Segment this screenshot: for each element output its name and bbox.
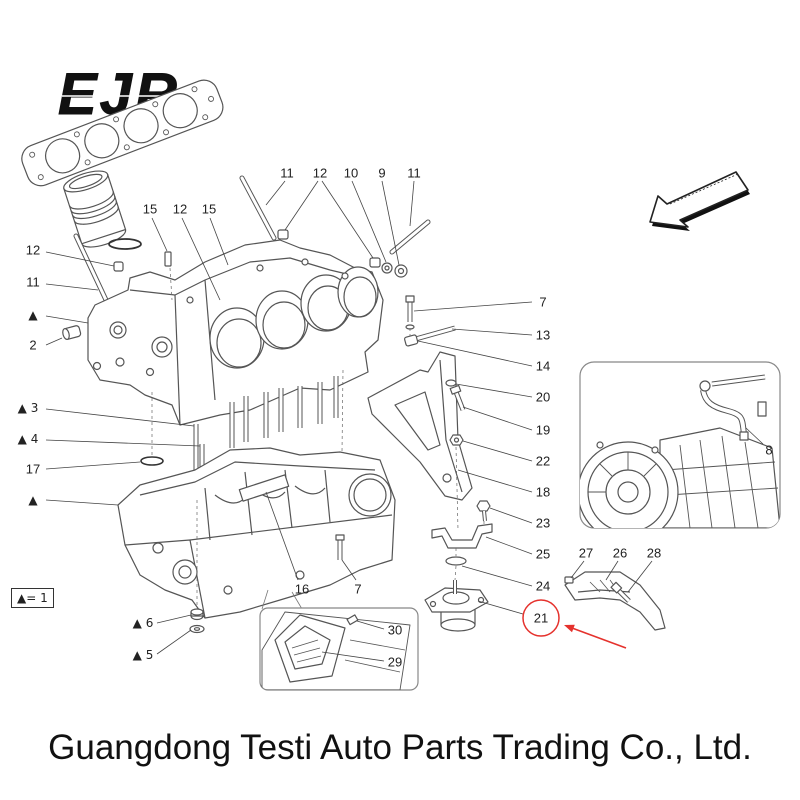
callout-7-upper: 7 [539,294,547,310]
callout-12-left: 12 [25,242,41,258]
callout-20: 20 [535,389,551,405]
callout-29: 29 [387,654,403,670]
saddle-bracket-25 [431,523,493,549]
rubber-engine-mount-21 [424,580,489,632]
lower-crankcase [117,447,396,619]
callout-21-highlighted: 21 [533,610,549,626]
callout-9: 9 [378,165,386,181]
bolt-7-upper [405,295,415,330]
bolt-28 [610,581,631,603]
callout-25: 25 [535,546,551,562]
callout-5: ▲ 5 [132,648,154,662]
callout-12-mid: 12 [172,201,188,217]
upper-crankcase [87,239,384,426]
head-gasket [21,79,224,187]
callout-11-stud-right: 11 [407,165,421,181]
breather-hose-8 [699,374,767,441]
callout-10: 10 [343,165,359,181]
callout-4: ▲ 4 [17,432,39,446]
brand-logo: EJR [58,62,180,127]
dowel-2 [62,325,82,340]
callout-23: 23 [535,515,551,531]
sleeve-14 [404,334,419,347]
callout-28: 28 [646,545,662,561]
bolt-7-lower [335,534,345,560]
callout-3: ▲ 3 [17,401,39,415]
callout-2: 2 [29,337,37,353]
company-name-footer: Guangdong Testi Auto Parts Trading Co., … [48,728,752,767]
bolt-27 [564,576,574,584]
bolt-23 [476,500,491,522]
long-studs [73,175,431,303]
callout-11-stud-top: 11 [280,165,294,181]
callout-15-left: 15 [142,201,158,217]
callout-22: 22 [535,453,551,469]
leader-lines [45,180,764,662]
callout-19: 19 [535,422,551,438]
washer-20-bolt-19 [445,379,466,411]
callout-17: 17 [25,461,41,477]
callout-12-top: 12 [312,165,328,181]
callout-13: 13 [535,327,551,343]
callout-7-lower: 7 [354,581,362,597]
washer-24 [445,556,467,566]
callout-triangle-upper-block: ▲ [28,308,38,322]
support-bracket-26 [564,571,666,631]
callout-8: 8 [765,442,773,458]
triangle-legend: ▲= 1 [11,588,54,608]
detail-inset-29-30 [259,589,419,691]
callout-15-right: 15 [201,201,217,217]
callout-11-left: 11 [26,274,40,290]
washers-9-10 [381,262,408,278]
highlight-part-21 [522,599,627,649]
callout-6: ▲ 6 [132,616,154,630]
stud-13 [411,325,456,343]
o-ring-17 [140,456,164,466]
transmission-inset [579,361,781,529]
callout-triangle-lower-block: ▲ [28,493,38,507]
callout-27: 27 [578,545,594,561]
callout-18: 18 [535,484,551,500]
liner-seal-ring [108,238,142,250]
nut-22 [449,434,464,446]
callout-24: 24 [535,578,551,594]
callout-16: 16 [294,581,310,597]
callout-26: 26 [612,545,628,561]
callout-30: 30 [387,622,403,638]
alignment-lines [151,267,485,608]
callout-14: 14 [535,358,551,374]
crankcase-studs [193,376,339,500]
direction-arrow-icon [649,171,750,231]
cylinder-liner [63,170,127,248]
nut-6-washer-5 [189,608,205,634]
engine-mount-bracket [367,351,473,501]
